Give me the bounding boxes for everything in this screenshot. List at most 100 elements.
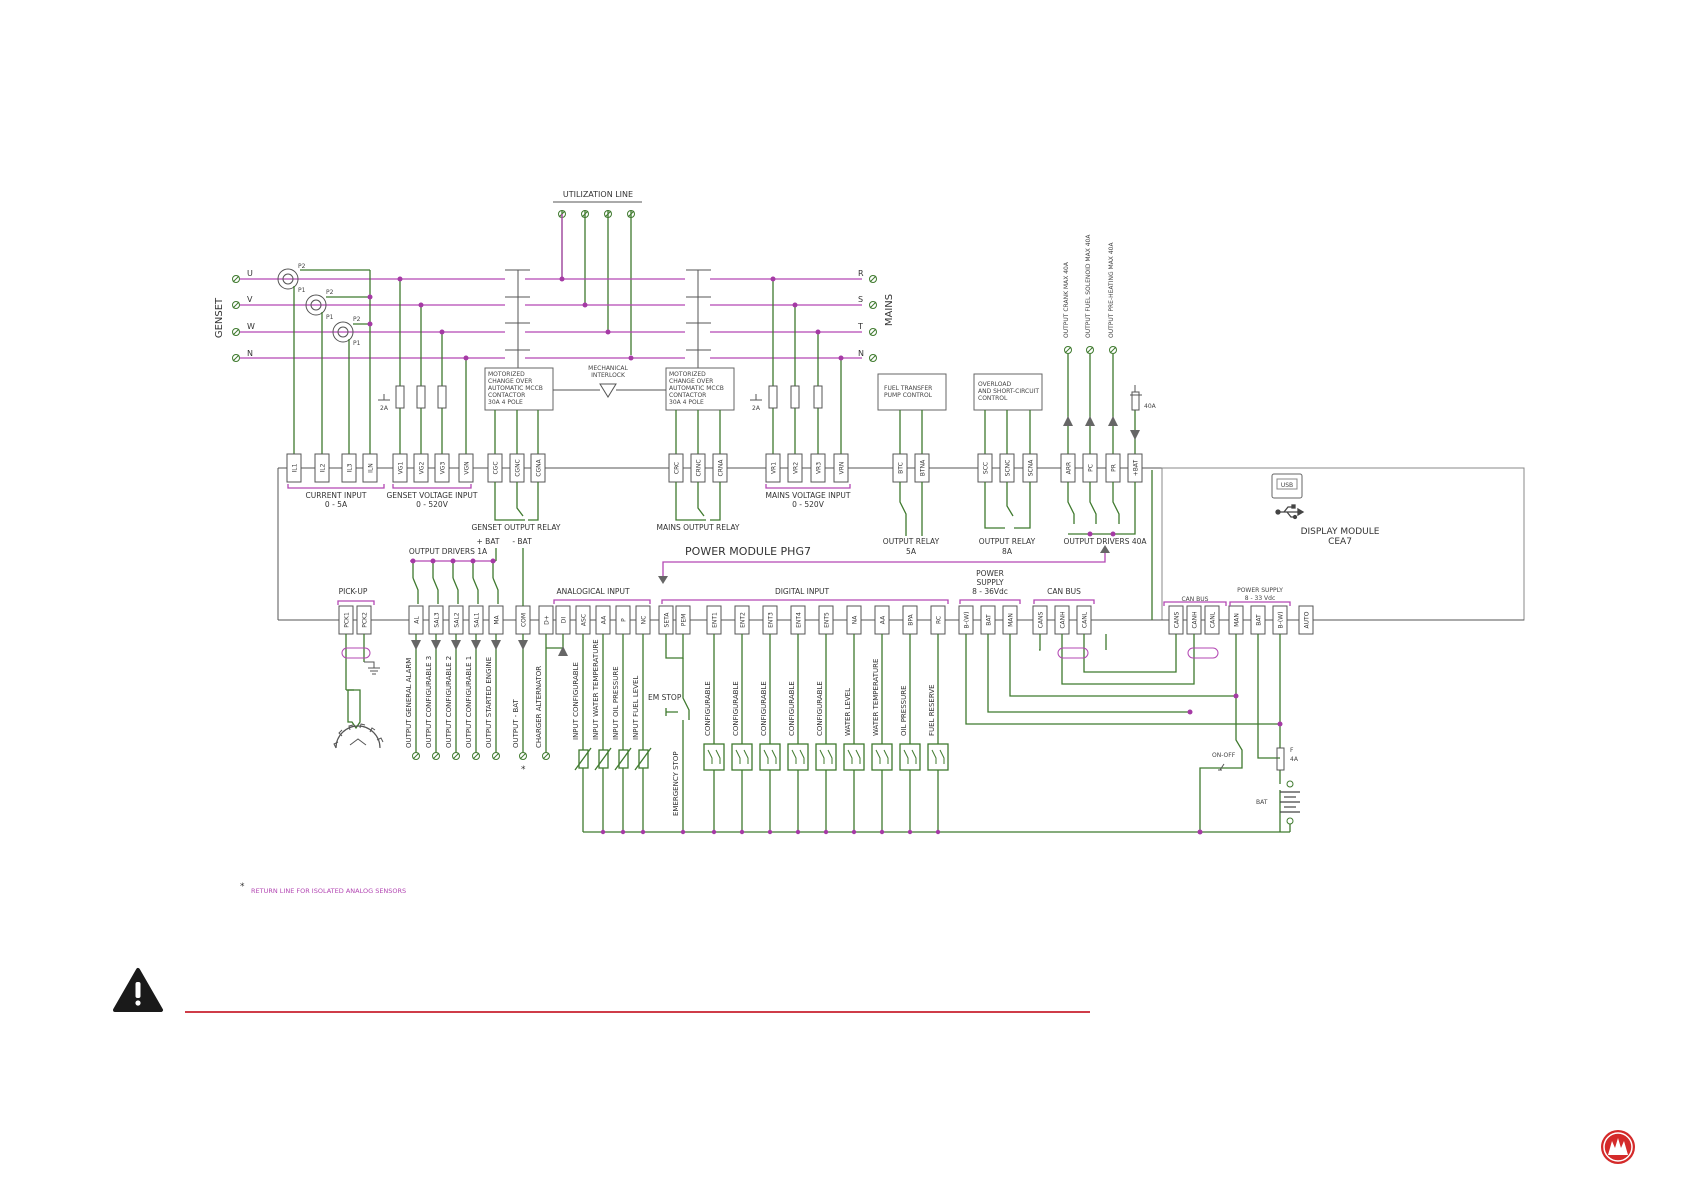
top-terminal-6: VG3	[434, 453, 450, 483]
genset-contactor-line4: CONTACTOR	[488, 392, 525, 399]
output-relay-8a-label: OUTPUT RELAY	[979, 537, 1036, 546]
bottom-terminal-30-label: CANL	[1082, 611, 1089, 628]
top-terminal-12: CRNC	[690, 453, 706, 483]
genset-busbars: GENSET U V W N	[214, 263, 862, 458]
top-terminal-16-label: VR3	[816, 462, 823, 474]
display-terminal-5-label: B-(W)	[1278, 612, 1285, 629]
bottom-terminal-9-label: DI	[561, 617, 568, 624]
bottom-terminal-7-label: COM	[521, 613, 528, 627]
top-terminal-12-label: CRNC	[696, 459, 703, 476]
top-terminal-16: VR3	[810, 453, 826, 483]
bottom-terminal-4: SAL2	[448, 605, 464, 635]
output-relay-5a-rating: 5A	[906, 547, 917, 556]
top-terminal-0-label: IL1	[292, 463, 299, 472]
top-terminal-23-label: ARR	[1066, 462, 1073, 474]
bottom-terminal-8-label: D+	[544, 615, 551, 625]
bottom-terminal-24-label: RC	[936, 616, 943, 624]
top-terminal-13: CRNA	[712, 453, 728, 483]
bottom-terminal-28-label: CANS	[1038, 612, 1045, 629]
mains-voltage-range: 0 - 520V	[792, 500, 825, 509]
contactors: MOTORIZED CHANGE OVER AUTOMATIC MCCB CON…	[484, 269, 1043, 458]
bat-label: BAT	[1256, 799, 1268, 806]
digital-input-label: DIGITAL INPUT	[775, 587, 830, 596]
bottom-terminal-12-label: P	[621, 618, 628, 622]
minus-bat-label: - BAT	[512, 537, 532, 546]
top-terminal-10-label: CGNA	[536, 458, 543, 476]
bottom-terminal-20: ENT5	[818, 605, 834, 635]
top-terminal-15-label: VR2	[793, 462, 800, 474]
phase-n: N	[247, 349, 253, 358]
overload-line1: OVERLOAD	[978, 381, 1012, 388]
return-line-asterisk: *	[521, 765, 526, 775]
mains-contactor-box	[665, 367, 735, 411]
genset-contactor-line2: CHANGE OVER	[488, 378, 532, 385]
top-terminal-10: CGNA	[530, 453, 546, 483]
top-group-labels: CURRENT INPUT 0 - 5A GENSET VOLTAGE INPU…	[287, 482, 1147, 584]
bottom-terminal-21: NA	[846, 605, 862, 635]
display-module: USB DISPLAY MODULE CEA7	[1161, 467, 1525, 621]
bottom-terminal-17: ENT2	[734, 605, 750, 635]
footnote-asterisk: *	[240, 882, 245, 892]
genset-fuse-rating: 2A	[380, 405, 389, 412]
display-module-model: CEA7	[1328, 537, 1352, 547]
bottom-terminal-25-label: B-(W)	[964, 612, 971, 629]
bottom-terminal-10-label: ASC	[581, 614, 588, 626]
genset-contactor-box	[484, 367, 554, 411]
display-terminal-1-label: CANH	[1192, 611, 1199, 628]
top-outputs: OUTPUT CRANK MAX 40A OUTPUT FUEL SOLENOI…	[1063, 234, 1157, 458]
top-terminal-22: SCNA	[1022, 453, 1038, 483]
fuel-transfer-line2: PUMP CONTROL	[884, 392, 933, 399]
phase-u: U	[247, 269, 253, 278]
display-terminal-5: B-(W)	[1272, 605, 1288, 635]
top-terminal-26-label: +BAT	[1133, 459, 1140, 476]
top-terminal-24: PC	[1082, 453, 1098, 483]
genset-voltage-label: GENSET VOLTAGE INPUT	[386, 491, 477, 500]
usb-port	[1271, 473, 1303, 499]
bottom-terminal-30: CANL	[1076, 605, 1092, 635]
digital-input-label-4: CONFIGURABLE	[816, 681, 824, 736]
phase-w: W	[247, 322, 255, 331]
phase-t: T	[857, 322, 863, 331]
digital-input-label-5: WATER LEVEL	[844, 688, 852, 736]
overload-line3: CONTROL	[978, 395, 1008, 402]
bottom-terminal-6-label: MA	[494, 614, 501, 624]
bottom-terminal-25: B-(W)	[958, 605, 974, 635]
utilization-line-label: UTILIZATION LINE	[563, 190, 633, 199]
bottom-terminal-22: AA	[874, 605, 890, 635]
top-terminal-26: +BAT	[1127, 453, 1143, 483]
top-terminal-1: IL2	[314, 453, 330, 483]
top-terminal-21: SCNC	[999, 453, 1015, 483]
bottom-terminal-11-label: AA	[601, 615, 608, 624]
ct1-p2: P2	[298, 263, 306, 270]
analog-input-label-0: INPUT CONFIGURABLE	[572, 662, 580, 740]
bottom-terminal-11: AA	[595, 605, 611, 635]
phase-mn: N	[858, 349, 864, 358]
digital-input-label-3: CONFIGURABLE	[788, 681, 796, 736]
top-terminal-17: VRN	[833, 453, 849, 483]
top-terminal-3: ILN	[362, 453, 378, 483]
power-supply-display-label: POWER SUPPLY	[1237, 587, 1283, 594]
bottom-wiring: * EM STOP	[333, 470, 1300, 835]
top-terminal-4-label: VG1	[398, 462, 405, 475]
phase-s: S	[858, 295, 863, 304]
ct2-p1: P1	[326, 314, 334, 321]
mains-contactor-line2: CHANGE OVER	[669, 378, 713, 385]
top-terminal-9-label: CGNC	[515, 459, 522, 477]
digital-input-label-0: CONFIGURABLE	[704, 681, 712, 736]
bottom-terminal-8: D+	[538, 605, 554, 635]
bottom-terminal-18: ENT3	[762, 605, 778, 635]
usb-label: USB	[1281, 482, 1293, 489]
bottom-terminal-21-label: NA	[852, 615, 859, 624]
bottom-terminal-26-label: BAT	[986, 614, 993, 626]
bottom-terminal-13: NC	[635, 605, 651, 635]
bottom-terminal-13-label: NC	[641, 616, 648, 625]
top-terminal-23: ARR	[1060, 453, 1076, 483]
mains-fuse-rating: 2A	[752, 405, 761, 412]
bottom-terminal-22-label: AA	[880, 615, 887, 624]
ct2-p2: P2	[326, 289, 334, 296]
pick-up-label: PICK-UP	[339, 587, 368, 596]
output-pre-heating: OUTPUT PRE-HEATING MAX 40A	[1108, 242, 1115, 338]
bottom-terminal-0-label: PCK1	[344, 612, 351, 628]
